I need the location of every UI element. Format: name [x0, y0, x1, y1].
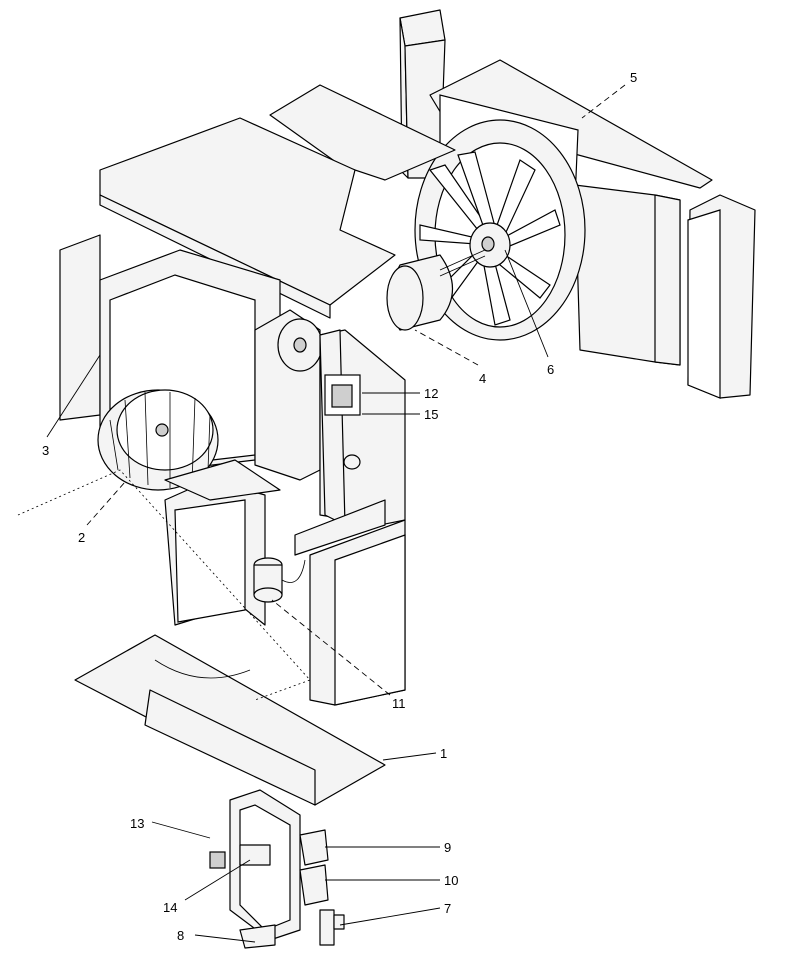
- control-bracket: [209, 789, 329, 949]
- control-panel: [319, 329, 406, 526]
- callout-6: 6: [547, 362, 554, 377]
- front-panel-stack: [294, 499, 406, 706]
- callout-9: 9: [444, 840, 451, 855]
- condenser-fan-blade: [419, 151, 561, 326]
- thermistor-sensor: [319, 909, 345, 946]
- blower-wheel: [97, 389, 219, 491]
- callout-5: 5: [630, 70, 637, 85]
- capacitor: [253, 557, 306, 603]
- callout-14: 14: [163, 900, 177, 915]
- callout-2: 2: [78, 530, 85, 545]
- callout-10: 10: [444, 873, 458, 888]
- callout-4: 4: [479, 371, 486, 386]
- callout-3: 3: [42, 443, 49, 458]
- callout-1: 1: [440, 746, 447, 761]
- base-pan: [74, 634, 386, 806]
- lower-side-panel: [164, 459, 281, 626]
- callout-11: 11: [392, 696, 406, 711]
- leader-lines: [46, 84, 626, 943]
- callout-8: 8: [177, 928, 184, 943]
- callout-13: 13: [130, 816, 144, 831]
- callout-labels: 1 2 3 4 5 6 7 8 9 10 11 12 13 14 15: [42, 70, 637, 943]
- callout-12: 12: [424, 386, 438, 401]
- callout-7: 7: [444, 901, 451, 916]
- assembly-reference-line: [17, 469, 311, 701]
- callout-15: 15: [424, 407, 438, 422]
- fan-motor: [386, 249, 486, 331]
